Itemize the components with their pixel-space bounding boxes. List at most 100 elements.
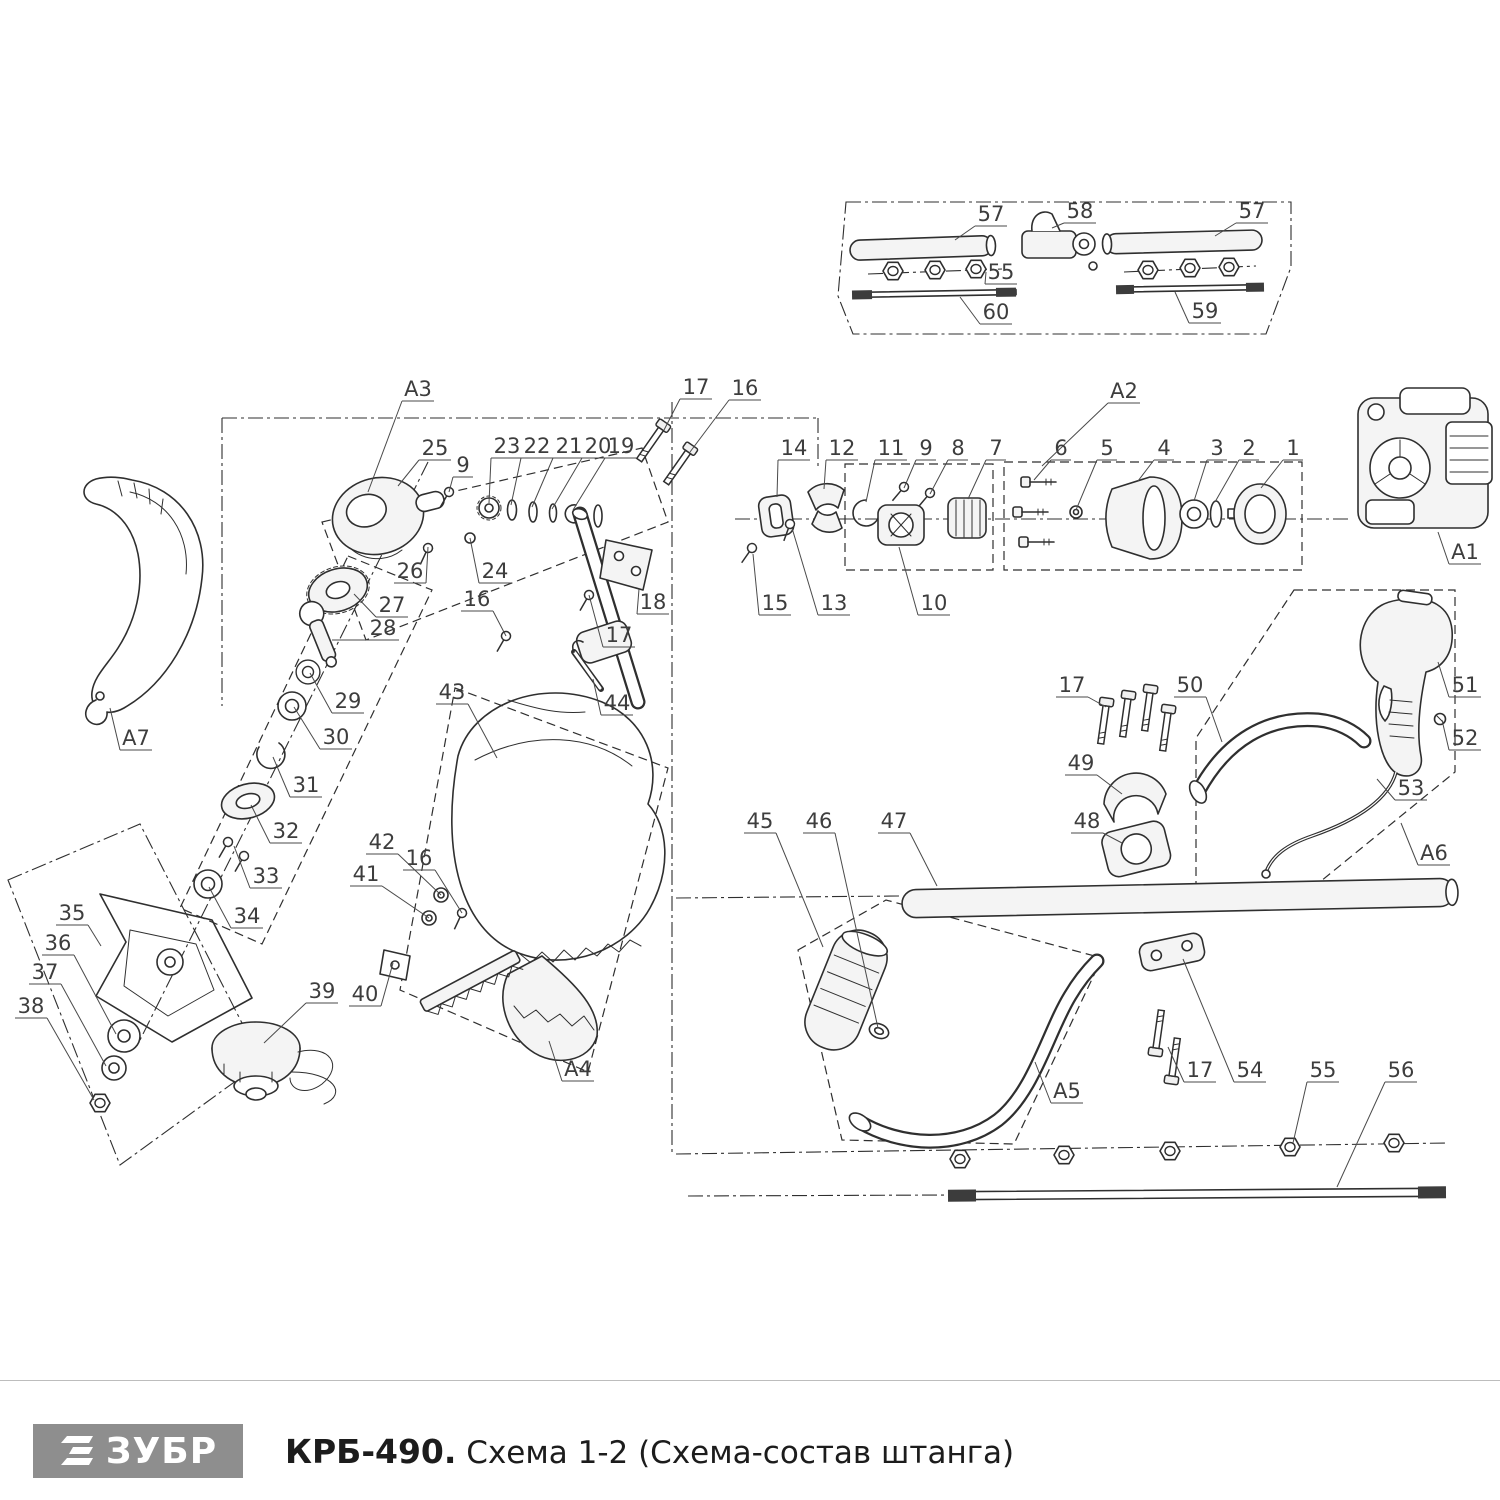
caption-subtitle: Схема 1-2 (Схема-состав штанга): [466, 1434, 1015, 1471]
svg-text:12: 12: [829, 436, 856, 460]
part-6-bolts: [1012, 476, 1057, 548]
flex-shaft-60: [851, 287, 1017, 300]
svg-text:36: 36: [45, 931, 72, 955]
callout-43: 43: [436, 680, 498, 759]
part-32-flange: [220, 782, 276, 820]
callout-38: 38: [15, 994, 95, 1101]
part-25-gear-housing: [331, 476, 445, 556]
callout-15: 15: [752, 553, 791, 616]
callout-45: 45: [744, 809, 824, 948]
svg-text:37: 37: [32, 960, 59, 984]
callout-9: 9: [903, 436, 936, 489]
footer-divider: [0, 1380, 1500, 1381]
svg-text:17: 17: [606, 623, 633, 647]
callout-7: 7: [967, 436, 1006, 500]
svg-text:33: 33: [253, 864, 280, 888]
part-12-clamp-half: [807, 482, 845, 511]
callout-26: 26: [394, 546, 429, 584]
callout-17: 17: [1167, 1046, 1216, 1083]
svg-text:29: 29: [335, 689, 362, 713]
callout-35: 35: [56, 901, 102, 947]
part-11-snap-ring: [852, 499, 880, 527]
part-7-coupling: [947, 497, 987, 539]
svg-text:35: 35: [59, 901, 86, 925]
svg-text:52: 52: [1452, 726, 1479, 750]
svg-text:6: 6: [1054, 436, 1067, 460]
footer: ЗУБР КРБ-490. Схема 1-2 (Схема-состав шт…: [33, 1424, 1014, 1478]
svg-text:31: 31: [293, 773, 320, 797]
part-35-blade: [95, 893, 253, 1043]
svg-text:22: 22: [524, 434, 551, 458]
svg-text:2: 2: [1242, 436, 1255, 460]
toothed-strip: [419, 950, 524, 1015]
svg-text:45: 45: [747, 809, 774, 833]
callout-A3: A3: [367, 377, 434, 493]
svg-text:59: 59: [1192, 299, 1219, 323]
callout-54: 54: [1182, 958, 1266, 1083]
svg-text:50: 50: [1177, 673, 1204, 697]
callout-A5: A5: [1034, 1061, 1083, 1104]
brand-logo: ЗУБР: [33, 1424, 243, 1478]
callout-37: 37: [29, 960, 107, 1067]
model-number: КРБ-490.: [285, 1431, 457, 1471]
throttle-grip-a6: [1188, 589, 1453, 879]
callout-29: 29: [309, 672, 364, 714]
callout-55: 55: [984, 260, 1017, 285]
svg-text:60: 60: [983, 300, 1010, 324]
callout-1: 1: [1260, 436, 1303, 489]
callout-17: 17: [588, 594, 635, 648]
svg-text:21: 21: [556, 434, 583, 458]
callout-55: 55: [1292, 1058, 1339, 1144]
part-10-clutch: [877, 504, 925, 546]
svg-text:16: 16: [732, 376, 759, 400]
callout-36: 36: [42, 931, 117, 1035]
svg-text:A7: A7: [122, 726, 150, 750]
callout-8: 8: [929, 436, 968, 495]
svg-text:10: 10: [921, 591, 948, 615]
svg-text:A5: A5: [1053, 1079, 1081, 1103]
svg-text:24: 24: [482, 559, 509, 583]
part-21-washer: [528, 501, 538, 523]
blade-and-fasteners: [89, 893, 253, 1113]
a6-box: [1195, 589, 1456, 891]
callout-2: 2: [1214, 436, 1259, 503]
callout-46: 46: [803, 809, 879, 1029]
svg-text:43: 43: [439, 680, 466, 704]
svg-text:A3: A3: [404, 377, 432, 401]
svg-text:14: 14: [781, 436, 808, 460]
svg-text:55: 55: [1310, 1058, 1337, 1082]
svg-text:9: 9: [919, 436, 932, 460]
loop-hanger-handle-a7: [83, 476, 204, 726]
part-1-drum: [1227, 483, 1287, 545]
part-27-bevel-gear: [306, 565, 370, 615]
part-40-bracket: [379, 949, 411, 981]
svg-text:32: 32: [273, 819, 300, 843]
gear-head-parts: [193, 476, 603, 899]
part-2-washer: [1209, 500, 1223, 528]
svg-text:11: 11: [878, 436, 905, 460]
callout-3: 3: [1193, 436, 1227, 502]
callout-30: 30: [293, 706, 352, 750]
main-shaft-tube: [901, 877, 1459, 919]
svg-text:38: 38: [18, 994, 45, 1018]
svg-text:58: 58: [1067, 199, 1094, 223]
callout-6: 6: [1033, 436, 1071, 481]
callout-A1: A1: [1437, 531, 1481, 565]
svg-text:54: 54: [1237, 1058, 1264, 1082]
callout-47: 47: [878, 809, 938, 887]
callout-42: 42: [366, 830, 442, 896]
callout-39: 39: [263, 979, 338, 1044]
part-31-snap-ring: [256, 742, 286, 770]
svg-text:7: 7: [989, 436, 1002, 460]
part-53-cable: [1264, 771, 1398, 873]
callout-20: 20: [551, 434, 614, 510]
part-14-clamp: [757, 494, 795, 538]
svg-text:26: 26: [397, 559, 424, 583]
svg-text:28: 28: [370, 616, 397, 640]
svg-text:27: 27: [379, 593, 406, 617]
callout-9: 9: [448, 453, 473, 493]
part-22-washer: [506, 499, 518, 521]
part-45-foam-grip: [804, 929, 889, 1051]
svg-text:56: 56: [1388, 1058, 1415, 1082]
callout-34: 34: [208, 886, 263, 929]
